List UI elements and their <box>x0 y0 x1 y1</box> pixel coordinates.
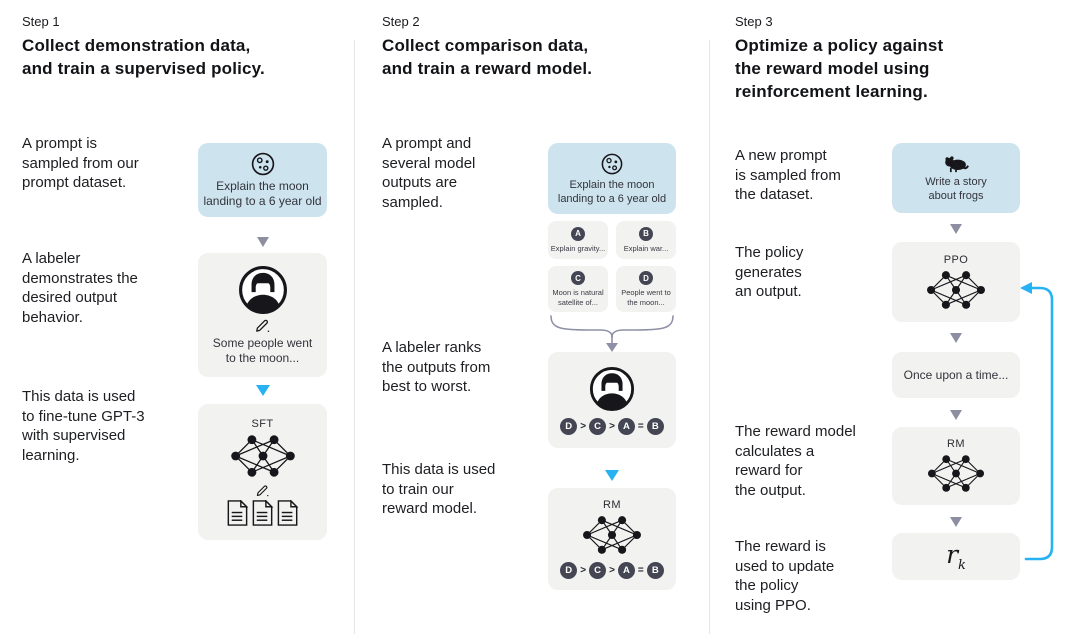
rank-badge: C <box>589 417 607 435</box>
step3-rm-box: RM <box>892 427 1020 505</box>
down-arrow-icon <box>950 410 962 420</box>
sft-label: SFT <box>251 418 274 430</box>
output-text: Once upon a time... <box>903 367 1009 382</box>
step2-caption-sampled: A prompt and several model outputs are s… <box>382 135 476 211</box>
column-divider <box>709 40 710 634</box>
step2-caption-ranks: A labeler ranks the outputs from best to… <box>382 339 491 395</box>
pencil-icon <box>256 319 270 332</box>
rank-separator: = <box>637 565 644 576</box>
down-arrow-icon <box>255 385 270 396</box>
feedback-arrow-icon <box>1020 282 1054 561</box>
output-a-badge: A <box>571 226 585 241</box>
output-d-text: People went to the moon... <box>621 288 671 307</box>
column-divider <box>354 40 355 634</box>
converge-brace-icon <box>550 315 674 352</box>
output-d-box: D People went to the moon... <box>616 266 676 312</box>
rank-badge: D <box>560 417 578 435</box>
moon-icon <box>601 153 623 174</box>
neural-network-icon <box>927 270 985 309</box>
step3-label: Step 3 <box>735 14 773 29</box>
labeler-avatar-icon <box>238 265 287 314</box>
step2-column: Step 2 Collect comparison data, and trai… <box>355 0 709 634</box>
neural-network-icon <box>230 435 295 477</box>
frog-icon <box>945 155 969 172</box>
step1-label: Step 1 <box>22 14 60 29</box>
rank-separator: > <box>580 565 587 576</box>
rank-badge: C <box>589 562 607 579</box>
ppo-label: PPO <box>943 253 969 266</box>
step2-flow: Explain the moon landing to a 6 year old… <box>548 0 676 634</box>
output-a-box: A Explain gravity... <box>548 221 608 259</box>
step3-caption-update: The reward is used to update the policy … <box>735 538 835 614</box>
rank-badge: D <box>560 562 578 579</box>
moon-icon <box>251 152 274 176</box>
step3-caption-reward: The reward model calculates a reward for… <box>735 423 856 499</box>
step2-labeler-box: D > C > A = B <box>548 352 676 448</box>
output-b-box: B Explain war... <box>616 221 676 259</box>
down-arrow-icon <box>950 224 962 234</box>
step2-caption-train: This data is used to train our reward mo… <box>382 461 496 517</box>
output-c-text: Moon is natural satellite of... <box>552 288 604 307</box>
step1-caption-prompt: A prompt is sampled from our prompt data… <box>22 135 139 191</box>
rank-badge: B <box>646 417 664 435</box>
rank-separator: > <box>580 420 587 432</box>
step3-ppo-box: PPO <box>892 242 1020 322</box>
output-c-badge: C <box>571 271 585 285</box>
documents-icon <box>227 500 298 526</box>
rank-badge: A <box>617 562 635 579</box>
prompt-text: Write a story about frogs <box>925 175 987 202</box>
rank-separator: = <box>637 420 644 432</box>
step1-prompt-box: Explain the moon landing to a 6 year old <box>198 143 327 217</box>
down-arrow-icon <box>605 470 619 481</box>
prompt-text: Explain the moon landing to a 6 year old <box>203 179 322 208</box>
step2-title: Collect comparison data, and train a rew… <box>382 36 593 78</box>
rm-label: RM <box>947 438 965 450</box>
output-b-text: Explain war... <box>623 243 669 253</box>
rm-label: RM <box>603 499 621 511</box>
step3-flow: Write a story about frogs PPO <box>892 0 1020 634</box>
step3-output-box: Once upon a time... <box>892 352 1020 398</box>
step1-labeler-box: Some people went to the moon... <box>198 253 327 377</box>
prompt-text: Explain the moon landing to a 6 year old <box>557 178 667 205</box>
pencil-icon <box>256 485 269 497</box>
step3-caption-prompt: A new prompt is sampled from the dataset… <box>735 147 841 203</box>
step1-title: Collect demonstration data, and train a … <box>22 36 265 78</box>
step2-prompt-box: Explain the moon landing to a 6 year old <box>548 143 676 214</box>
labeler-avatar-icon <box>589 366 635 411</box>
step3-prompt-box: Write a story about frogs <box>892 143 1020 213</box>
step1-sft-box: SFT <box>198 404 327 540</box>
demonstration-text: Some people went to the moon... <box>212 335 313 365</box>
rank-separator: > <box>609 565 615 576</box>
down-arrow-icon <box>950 333 962 343</box>
step3-caption-policy: The policy generates an output. <box>735 244 804 300</box>
neural-network-icon <box>583 516 641 554</box>
ranking-row: D > C > A = B <box>560 417 664 435</box>
step3-title: Optimize a policy against the reward mod… <box>735 36 944 101</box>
output-b-badge: B <box>639 226 653 241</box>
output-d-badge: D <box>639 271 653 285</box>
output-a-text: Explain gravity... <box>550 243 606 253</box>
step3-column: Step 3 Optimize a policy against the rew… <box>710 0 1080 634</box>
step1-flow: Explain the moon landing to a 6 year old… <box>198 0 327 634</box>
step1-column: Step 1 Collect demonstration data, and t… <box>0 0 354 634</box>
neural-network-icon <box>927 455 985 492</box>
step1-caption-finetune: This data is used to fine-tune GPT-3 wit… <box>22 388 145 464</box>
rank-badge: B <box>646 562 664 579</box>
down-arrow-icon <box>950 517 962 527</box>
step2-rm-box: RM D > C <box>548 488 676 590</box>
down-arrow-icon <box>256 237 269 247</box>
rank-badge: A <box>617 417 635 435</box>
step2-label: Step 2 <box>382 14 420 29</box>
ranking-row: D > C > A = B <box>560 562 664 579</box>
reward-value: rk <box>946 540 966 573</box>
step3-reward-box: rk <box>892 533 1020 580</box>
step1-caption-labeler: A labeler demonstrates the desired outpu… <box>22 250 138 326</box>
rank-separator: > <box>609 420 615 432</box>
output-c-box: C Moon is natural satellite of... <box>548 266 608 312</box>
